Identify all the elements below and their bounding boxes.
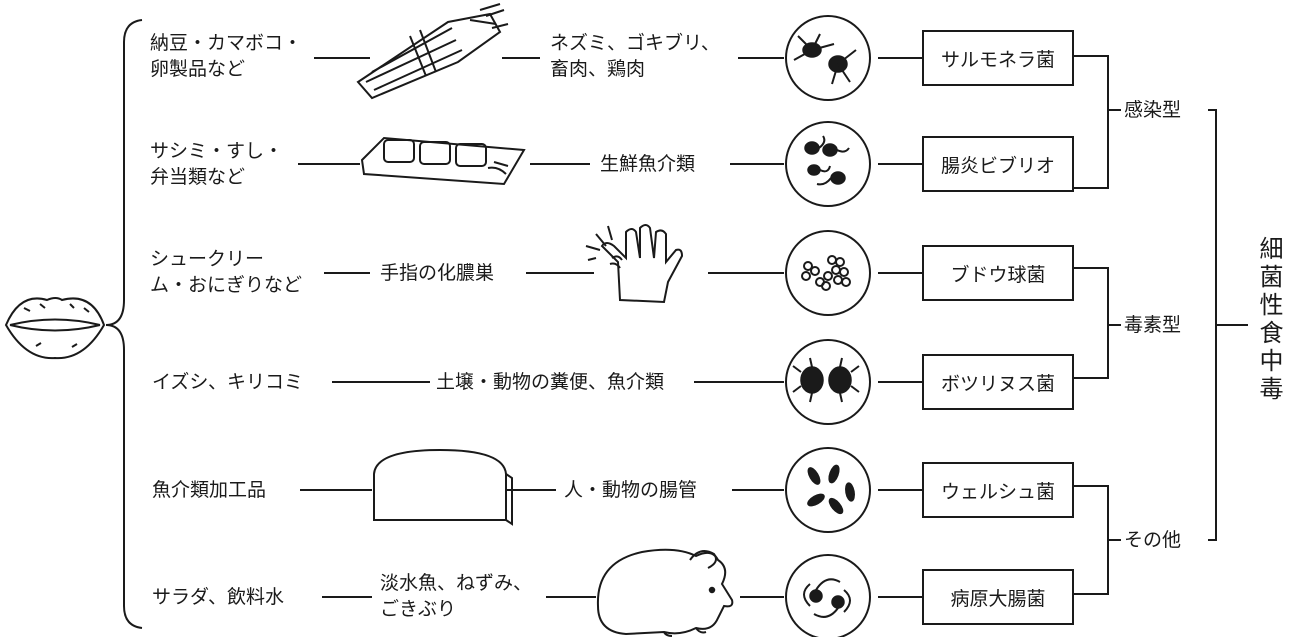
source-label-row4: 土壌・動物の糞便、魚介類 <box>436 371 665 393</box>
source-label-row6: 淡水魚、ねずみ、ごきぶり <box>380 572 533 620</box>
left-brace <box>105 19 143 629</box>
salmonella-icon <box>785 15 871 101</box>
food-label-row4: イズシ、キリコミ <box>152 371 304 393</box>
bacteria-box-welchii: ウェルシュ菌 <box>922 462 1074 518</box>
mouse-icon <box>596 548 734 637</box>
mouth-icon <box>4 297 106 360</box>
bacteria-box-vibrio: 腸炎ビブリオ <box>922 136 1074 192</box>
bacteria-box-salmonella: サルモネラ菌 <box>922 30 1074 86</box>
bacteria-box-staphylococcus: ブドウ球菌 <box>922 245 1074 301</box>
canned-food-icon <box>373 448 513 526</box>
source-label-row2: 生鮮魚介類 <box>600 153 696 175</box>
bacteria-box-ecoli: 病原大腸菌 <box>922 569 1074 625</box>
food-label-row3: シュークリーム・おにぎりなど <box>150 248 303 296</box>
source-label-row1: ネズミ、ゴキブリ、畜肉、鶏肉 <box>550 32 720 80</box>
category-infection: 感染型 <box>1121 97 1185 123</box>
source-label-row3: 手指の化膿巣 <box>380 262 495 284</box>
category-other: その他 <box>1121 527 1185 553</box>
food-label-row2: サシミ・すし・弁当類など <box>150 140 284 188</box>
sushi-tray-icon <box>360 136 526 186</box>
staphylococcus-icon <box>785 230 871 316</box>
food-label-row1: 納豆・カマボコ・卵製品など <box>150 32 303 80</box>
food-label-row6: サラダ、飲料水 <box>152 586 285 608</box>
vibrio-icon <box>785 121 871 207</box>
meat-bundle-icon <box>356 3 509 100</box>
botulinum-icon <box>785 339 871 425</box>
welchii-icon <box>785 447 871 533</box>
bacteria-box-botulinum: ボツリヌス菌 <box>922 354 1074 410</box>
root-title: 細菌性食中毒 <box>1252 236 1287 426</box>
bandaged-hand-icon <box>585 224 684 304</box>
ecoli-icon <box>785 554 871 637</box>
category-toxin: 毒素型 <box>1121 312 1185 338</box>
source-label-row5: 人・動物の腸管 <box>564 479 698 501</box>
food-label-row5: 魚介類加工品 <box>152 479 267 501</box>
